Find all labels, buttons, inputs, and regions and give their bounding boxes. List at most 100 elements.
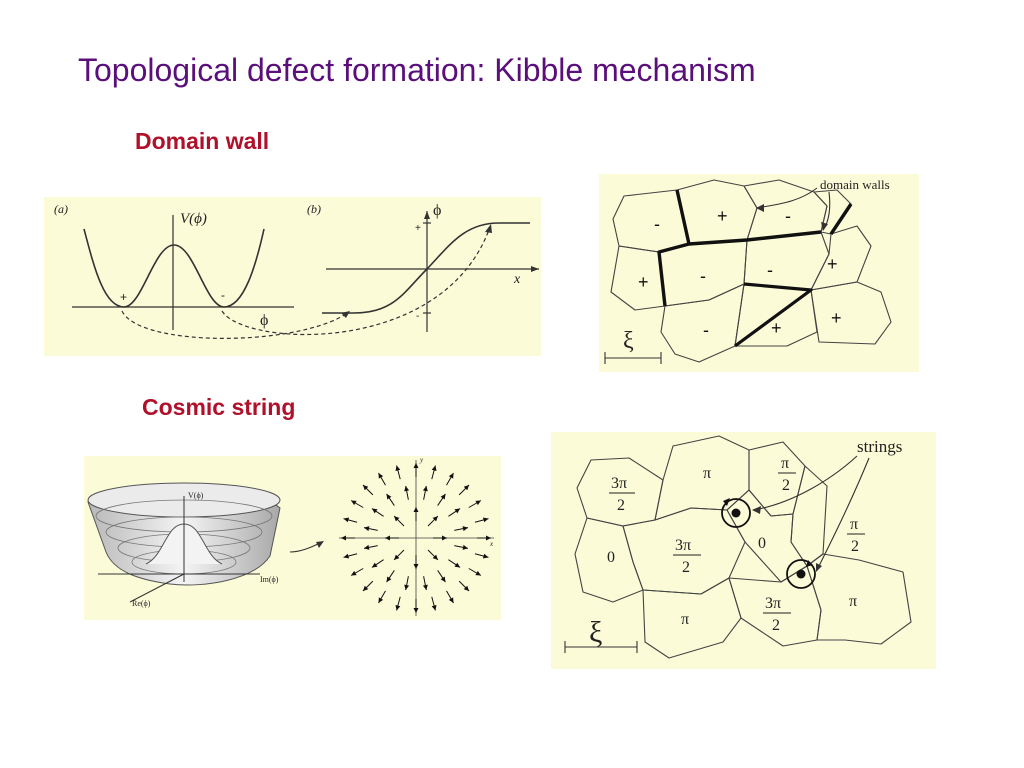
field-vector-head <box>395 465 401 472</box>
field-vector-head <box>431 604 437 611</box>
field-vector-head <box>351 500 357 506</box>
field-vector-head <box>404 584 410 590</box>
domain-wall-cells-svg: domain walls ξ - + - - + + - - + + <box>604 177 892 364</box>
field-vector-head <box>413 507 419 512</box>
field-vector-head <box>462 544 468 550</box>
field-vector-head <box>378 473 384 479</box>
phase-numerator: 3π <box>611 475 627 492</box>
field-vector-head <box>475 570 481 576</box>
panel-b-label: (b) <box>307 202 321 216</box>
domain-walls-callout: domain walls <box>820 177 890 192</box>
field-vector-head <box>394 554 400 560</box>
kink-curve <box>322 222 530 314</box>
hat-v-label: V(ϕ) <box>188 491 204 500</box>
field-vector-head <box>463 484 470 491</box>
well-phi-axis-label: ϕ <box>260 312 268 329</box>
plus-vacuum-arrow <box>221 226 491 336</box>
field-vector-head <box>343 517 350 523</box>
string-correlation-length-label: ξ <box>589 616 602 649</box>
phase-denominator: 2 <box>682 559 690 576</box>
cosmic-string-heading: Cosmic string <box>142 394 296 420</box>
panel-a-label: (a) <box>54 202 68 216</box>
sign-label: - <box>785 206 791 226</box>
sign-label: - <box>654 214 660 234</box>
double-well-curve <box>83 228 265 308</box>
field-vector-head <box>371 562 378 568</box>
field-vector-head <box>422 584 428 590</box>
phase-numerator: 3π <box>675 537 691 554</box>
phase-pi: π <box>703 465 711 482</box>
phase-numerator: 3π <box>765 595 781 612</box>
field-vector-head <box>432 516 438 522</box>
phase-denominator: 2 <box>772 617 780 634</box>
field-vector-head <box>413 564 419 569</box>
field-vector-head <box>413 608 419 613</box>
domain-wall-line-4 <box>734 282 813 348</box>
field-vector-head <box>440 493 446 500</box>
field-vector-head <box>432 554 438 560</box>
sign-label: + <box>717 206 728 226</box>
well-minus-label: - <box>221 288 225 302</box>
potential-axis-label: V(ϕ) <box>180 211 207 227</box>
field-vector-head <box>462 526 468 532</box>
field-x-label: x <box>489 540 494 548</box>
sign-label: + <box>771 318 782 338</box>
field-vector-head <box>394 516 400 522</box>
domain-wall-line-1 <box>657 189 691 307</box>
kink-plus-tick-label: + <box>415 223 421 234</box>
string-core-2 <box>796 569 806 579</box>
field-vector-head <box>448 473 454 479</box>
field-vector-head <box>341 535 346 541</box>
string-winding-circle-1 <box>721 498 751 528</box>
phase-numerator: π <box>850 516 858 533</box>
hat-re-label: Re(ϕ) <box>132 599 151 608</box>
field-vector-head <box>482 517 489 523</box>
field-vector-head <box>385 535 390 541</box>
field-vector-head <box>454 562 461 568</box>
cosmic-string-cells-svg: strings ξ 3π 2 π π 2 π 2 0 3π 2 0 π <box>564 435 912 659</box>
field-vector-head <box>362 484 369 491</box>
phase-denominator: 2 <box>617 497 625 514</box>
radial-vector-field <box>341 463 491 613</box>
field-vector-head <box>351 570 357 576</box>
field-vector-head <box>404 486 410 492</box>
minus-vacuum-arrow <box>121 310 347 339</box>
kink-minus-tick-label: - <box>416 311 419 322</box>
domain-wall-heading: Domain wall <box>135 128 270 154</box>
phase-pi: π <box>681 611 689 628</box>
field-vector-head <box>440 576 446 583</box>
sign-label: + <box>638 272 649 292</box>
mexican-hat-figure: V(ϕ) Im(ϕ) Re(ϕ) y x <box>84 456 501 620</box>
domain-wall-cells-figure: domain walls ξ - + - - + + - - + + <box>599 174 919 372</box>
field-vector-head <box>475 500 481 506</box>
sign-label: - <box>767 260 773 280</box>
field-vector-head <box>431 465 437 472</box>
string-core-1 <box>731 508 741 518</box>
strings-callout-arrow-1 <box>752 455 858 511</box>
strings-callout-arrow-2 <box>816 457 870 571</box>
field-vector-head <box>386 493 392 500</box>
sign-label: + <box>827 254 838 274</box>
correlation-length-label: ξ <box>623 328 634 354</box>
field-vector-head <box>386 576 392 583</box>
field-vector-head <box>364 526 370 532</box>
mexican-hat-svg: V(ϕ) Im(ϕ) Re(ϕ) y x <box>87 456 494 616</box>
kink-x-axis-label: x <box>513 272 521 287</box>
callout-arrow-1 <box>756 187 818 209</box>
field-vector-head <box>448 597 454 603</box>
sign-label: + <box>831 308 842 328</box>
field-vector-head <box>343 553 350 559</box>
phase-denominator: 2 <box>782 477 790 494</box>
phase-numerator: π <box>781 455 789 472</box>
field-vector-head <box>395 604 401 611</box>
double-well-figure: (a) (b) V(ϕ) ϕ + - ϕ x + - <box>44 197 541 356</box>
phase-pi: π <box>849 593 857 610</box>
double-well-svg: (a) (b) V(ϕ) ϕ + - ϕ x + - <box>54 202 539 339</box>
phase-denominator: 2 <box>851 538 859 555</box>
sign-label: - <box>700 266 706 286</box>
string-winding-circle-2 <box>786 559 816 589</box>
kink-phi-axis-label: ϕ <box>433 202 441 219</box>
well-plus-label: + <box>120 290 127 304</box>
phase-zero: 0 <box>758 535 766 552</box>
sign-label: - <box>703 320 709 340</box>
